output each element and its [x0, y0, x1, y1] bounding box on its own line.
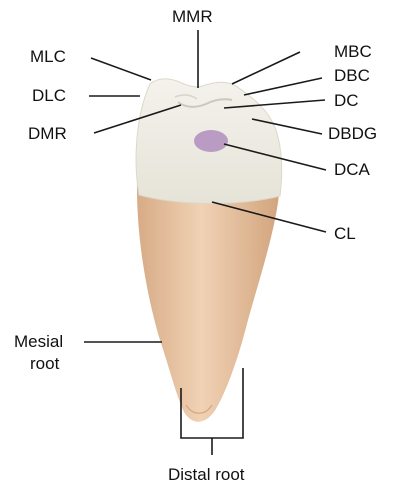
label-cl: CL: [334, 224, 356, 244]
label-mesial-root-line2: root: [30, 354, 59, 374]
label-dbdg: DBDG: [328, 124, 377, 144]
label-distal-root: Distal root: [168, 465, 245, 485]
label-mmr: MMR: [172, 7, 213, 27]
root-shape: [137, 180, 280, 422]
label-dbc: DBC: [334, 66, 370, 86]
label-dca: DCA: [334, 160, 370, 180]
label-dmr: DMR: [28, 124, 67, 144]
label-mbc: MBC: [334, 42, 372, 62]
label-dlc: DLC: [32, 86, 66, 106]
leader-mbc: [232, 52, 300, 84]
leader-mlc: [91, 58, 151, 80]
leader-dbc: [244, 78, 322, 95]
label-mlc: MLC: [30, 47, 66, 67]
label-dc: DC: [334, 91, 359, 111]
dca-spot: [194, 130, 228, 152]
label-mesial-root-line1: Mesial: [14, 332, 63, 352]
